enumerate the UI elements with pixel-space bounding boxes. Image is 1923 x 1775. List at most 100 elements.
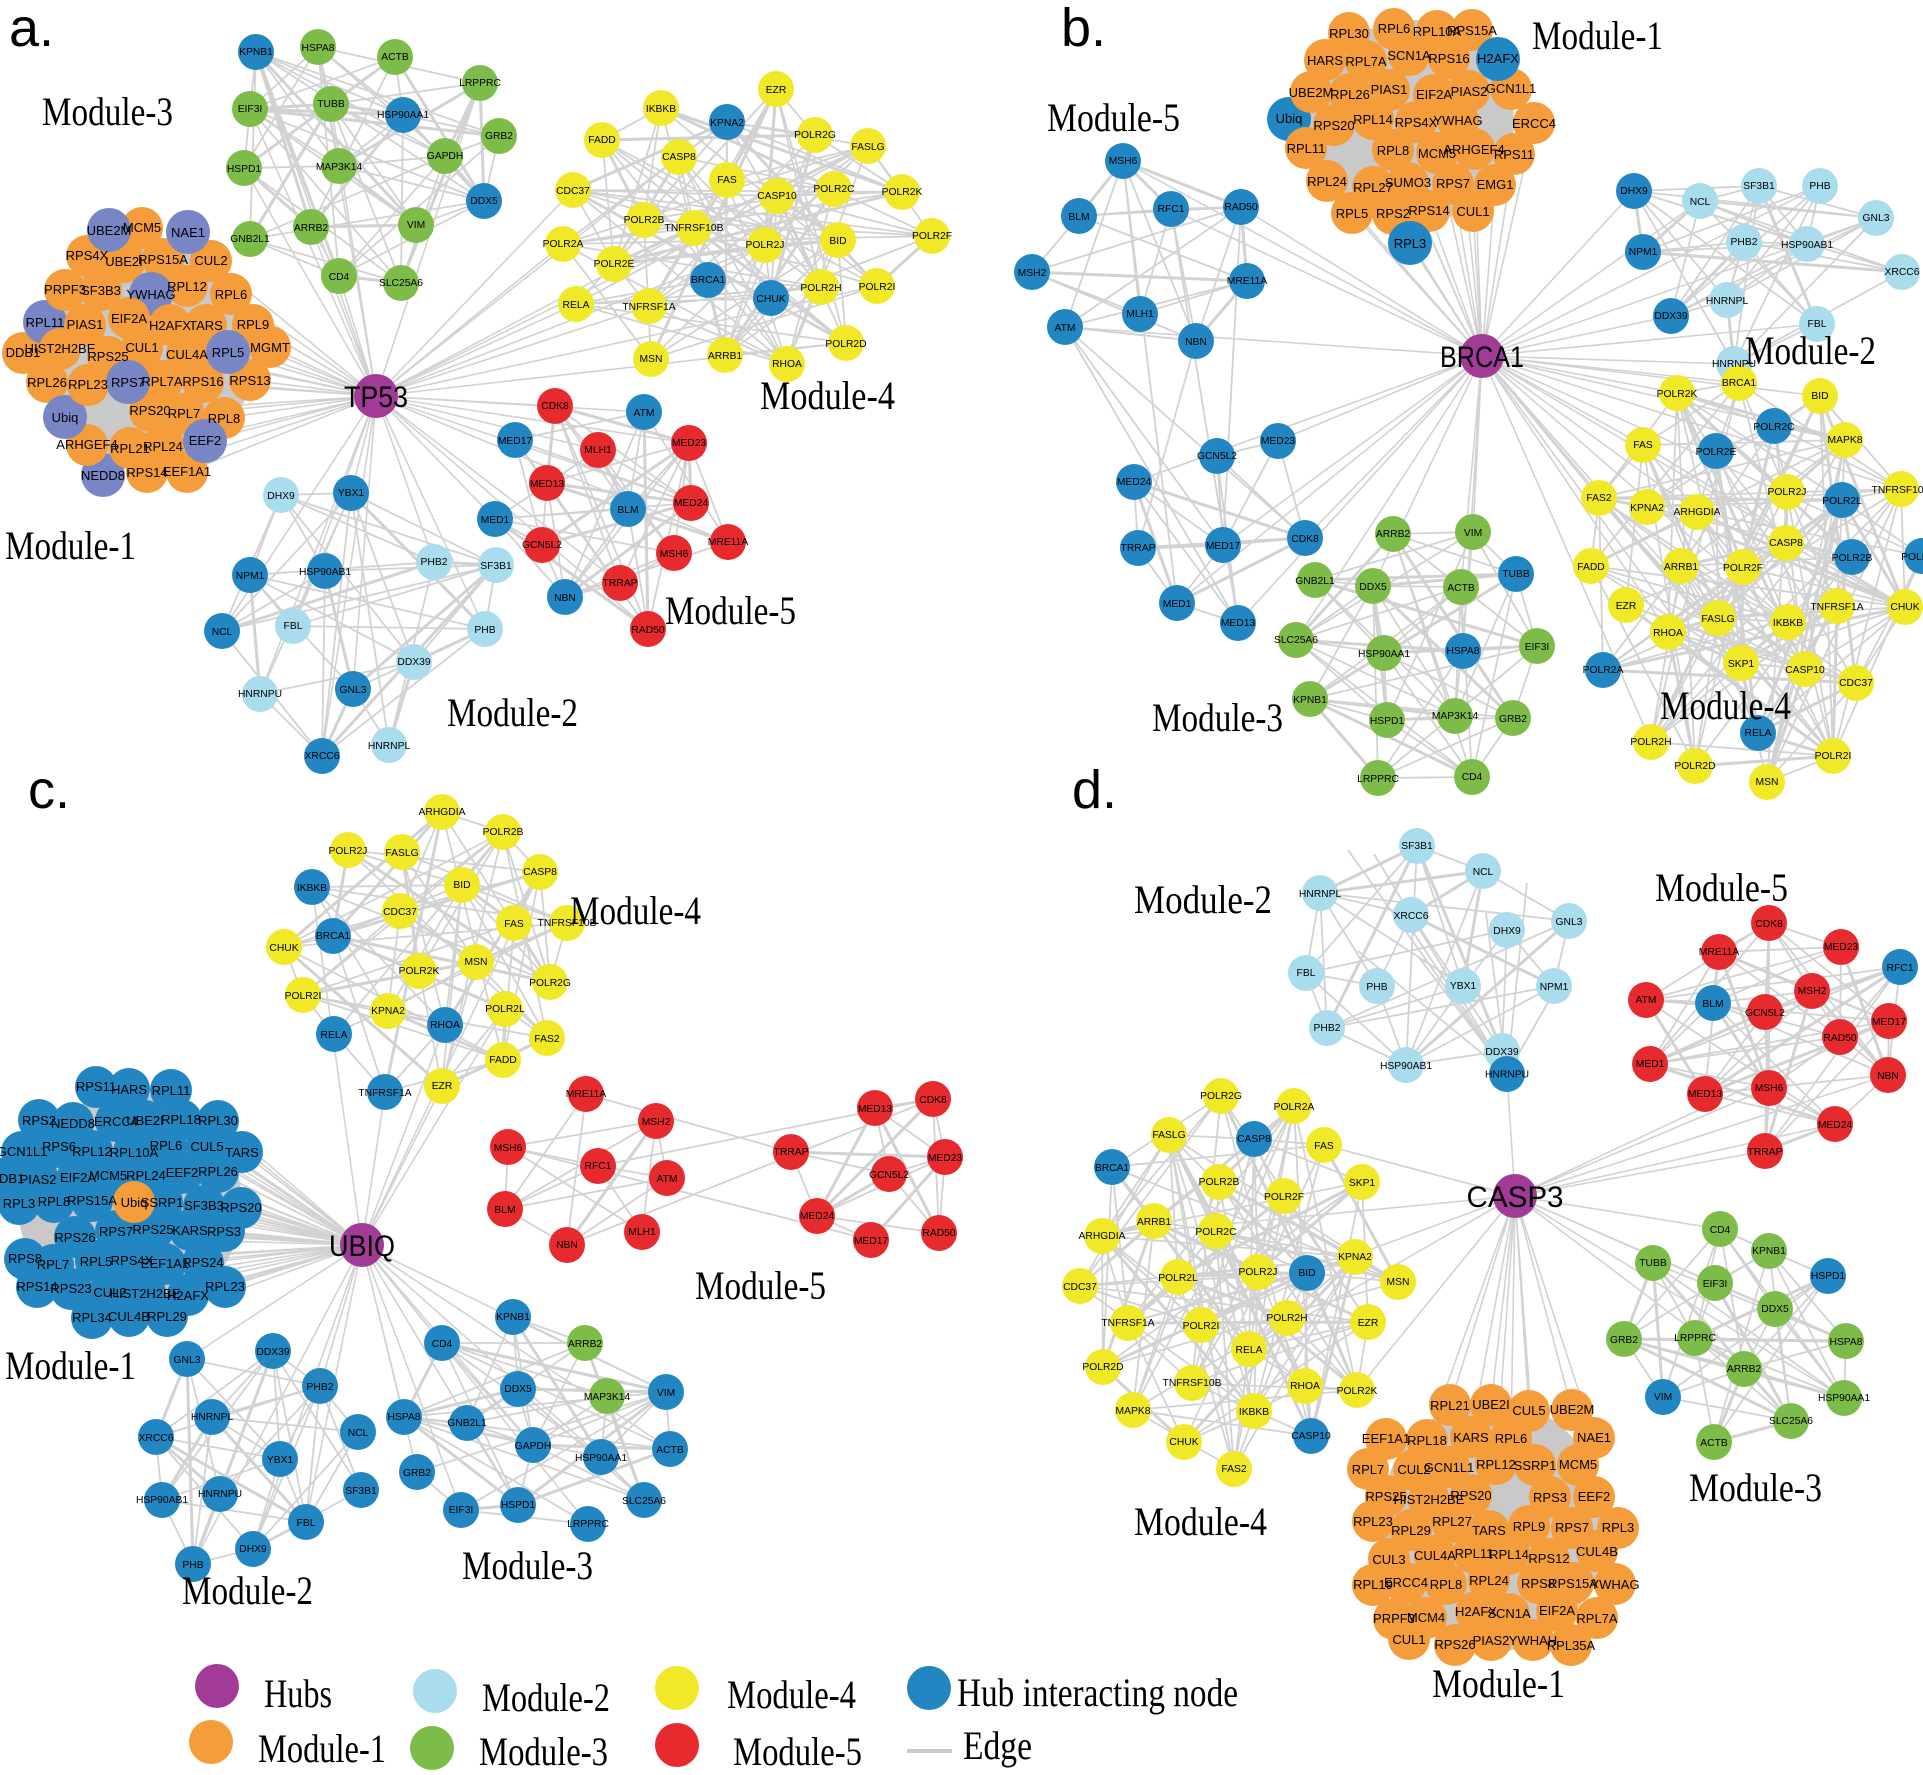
svg-text:RPL34: RPL34 [72,1310,112,1325]
svg-text:LRPPRC: LRPPRC [1357,774,1399,785]
svg-text:RELA: RELA [563,300,590,311]
svg-text:MED1: MED1 [481,515,510,526]
svg-text:MED17: MED17 [854,1236,889,1247]
svg-text:MSN: MSN [640,354,663,365]
svg-text:CUL4A: CUL4A [1414,1548,1456,1563]
svg-text:NAE1: NAE1 [1577,1430,1611,1445]
svg-text:EMG1: EMG1 [1477,177,1514,192]
svg-text:BRCA1: BRCA1 [691,275,726,286]
svg-text:FAS: FAS [717,175,737,186]
svg-text:Module-1: Module-1 [5,523,136,568]
svg-text:H2AFX: H2AFX [149,318,191,333]
svg-text:MSH2: MSH2 [642,1117,671,1128]
svg-text:GCN1L1: GCN1L1 [1486,81,1537,96]
svg-text:POLR2B: POLR2B [483,827,524,838]
svg-text:GNB2L1: GNB2L1 [1295,576,1335,587]
svg-text:Module-1: Module-1 [1532,13,1663,58]
svg-text:MRE11A: MRE11A [566,1089,607,1100]
svg-text:CD4: CD4 [329,272,350,283]
svg-text:POLR2K: POLR2K [1657,389,1698,400]
svg-text:POLR2H: POLR2H [1266,1313,1307,1324]
svg-text:POLR2B: POLR2B [1832,553,1873,564]
svg-text:RPL26: RPL26 [1330,87,1370,102]
svg-text:BID: BID [1811,391,1828,402]
svg-text:FADD: FADD [588,135,615,146]
svg-text:DDX39: DDX39 [256,1347,289,1358]
svg-text:BRCA1: BRCA1 [316,931,351,942]
svg-text:SF3B1: SF3B1 [345,1486,377,1497]
svg-text:Module-4: Module-4 [727,1672,856,1717]
svg-text:EZR: EZR [766,85,787,96]
svg-text:HSPA8: HSPA8 [1829,1337,1862,1348]
svg-text:TRRAP: TRRAP [1748,1147,1783,1158]
svg-text:RPL21: RPL21 [110,441,150,456]
svg-text:HSPD1: HSPD1 [1811,1271,1846,1282]
svg-text:TNFRSF1A: TNFRSF1A [622,302,675,313]
svg-text:XRCC6: XRCC6 [139,1433,174,1444]
svg-text:TNFRSF10B: TNFRSF10B [665,223,724,234]
svg-text:RPS15A: RPS15A [1548,1576,1598,1591]
svg-text:HSPA8: HSPA8 [387,1412,420,1423]
svg-text:RPL14: RPL14 [1489,1547,1529,1562]
svg-text:TNFRSF10B: TNFRSF10B [1163,1378,1222,1389]
svg-text:DDX5: DDX5 [504,1384,532,1395]
svg-text:RPS2: RPS2 [22,1113,56,1128]
svg-text:PIAS2: PIAS2 [1451,84,1488,99]
svg-text:ARRB2: ARRB2 [568,1339,603,1350]
svg-text:NPM1: NPM1 [1629,247,1658,258]
svg-text:MED1: MED1 [1636,1059,1665,1070]
svg-text:RPL7: RPL7 [1352,1462,1385,1477]
svg-text:RPL30: RPL30 [1329,26,1369,41]
svg-text:Module-2: Module-2 [1745,328,1876,373]
svg-text:CASP8: CASP8 [1769,538,1803,549]
svg-text:POLR2I: POLR2I [1815,751,1852,762]
svg-text:NCL: NCL [212,627,233,638]
svg-text:HNRNPL: HNRNPL [1299,889,1342,900]
svg-text:POLR2J: POLR2J [1768,487,1807,498]
svg-text:RPL3: RPL3 [1394,236,1427,251]
svg-text:TUBB: TUBB [1502,569,1530,580]
svg-text:HNRNPU: HNRNPU [1712,359,1756,370]
svg-text:TP53: TP53 [344,381,408,414]
svg-text:b.: b. [1061,0,1106,58]
svg-text:RPL26: RPL26 [198,1164,238,1179]
svg-text:IKBKB: IKBKB [646,104,676,115]
svg-text:RPL11: RPL11 [152,1083,191,1098]
svg-text:GNL3: GNL3 [340,685,367,696]
svg-text:FASLG: FASLG [1701,614,1734,625]
svg-text:HSP90AA1: HSP90AA1 [1818,1393,1870,1404]
svg-text:HSPA8: HSPA8 [1446,646,1479,657]
svg-text:FBL: FBL [284,621,303,632]
svg-text:GCN5L2: GCN5L2 [522,540,562,551]
svg-text:ACTB: ACTB [656,1445,684,1456]
svg-text:CDC37: CDC37 [383,907,417,918]
svg-text:CDC37: CDC37 [556,186,590,197]
svg-text:Module-5: Module-5 [733,1729,862,1774]
svg-text:SKP1: SKP1 [1728,659,1755,670]
svg-text:RPS25: RPS25 [132,1222,173,1237]
svg-text:Hubs: Hubs [264,1671,332,1716]
svg-text:GNL3: GNL3 [174,1355,201,1366]
svg-text:c.: c. [28,760,70,820]
svg-text:MSN: MSN [1756,777,1779,788]
svg-text:XRCC6: XRCC6 [305,751,340,762]
svg-text:POLR2B: POLR2B [624,215,665,226]
svg-text:MED24: MED24 [1117,477,1152,488]
svg-text:FBL: FBL [1808,319,1827,330]
svg-text:CDK8: CDK8 [541,401,569,412]
svg-text:MCM4: MCM4 [1407,1610,1445,1625]
svg-text:DHX9: DHX9 [239,1544,267,1555]
svg-text:POLR2F: POLR2F [912,231,952,242]
svg-text:RAD50: RAD50 [922,1228,955,1239]
svg-text:CHUK: CHUK [1890,602,1919,613]
svg-text:RPS24: RPS24 [182,1255,223,1270]
svg-text:MCM5: MCM5 [123,220,161,235]
svg-text:MSH6: MSH6 [494,1143,523,1154]
svg-text:TNFRSF1A: TNFRSF1A [1810,602,1863,613]
svg-text:FASLG: FASLG [385,848,418,859]
svg-text:ARRB2: ARRB2 [294,223,329,234]
svg-text:KPNA2: KPNA2 [1338,1252,1372,1263]
svg-text:EIF2A: EIF2A [111,311,147,326]
svg-text:RPL8: RPL8 [38,1194,71,1209]
svg-text:LRPPRC: LRPPRC [459,78,501,89]
